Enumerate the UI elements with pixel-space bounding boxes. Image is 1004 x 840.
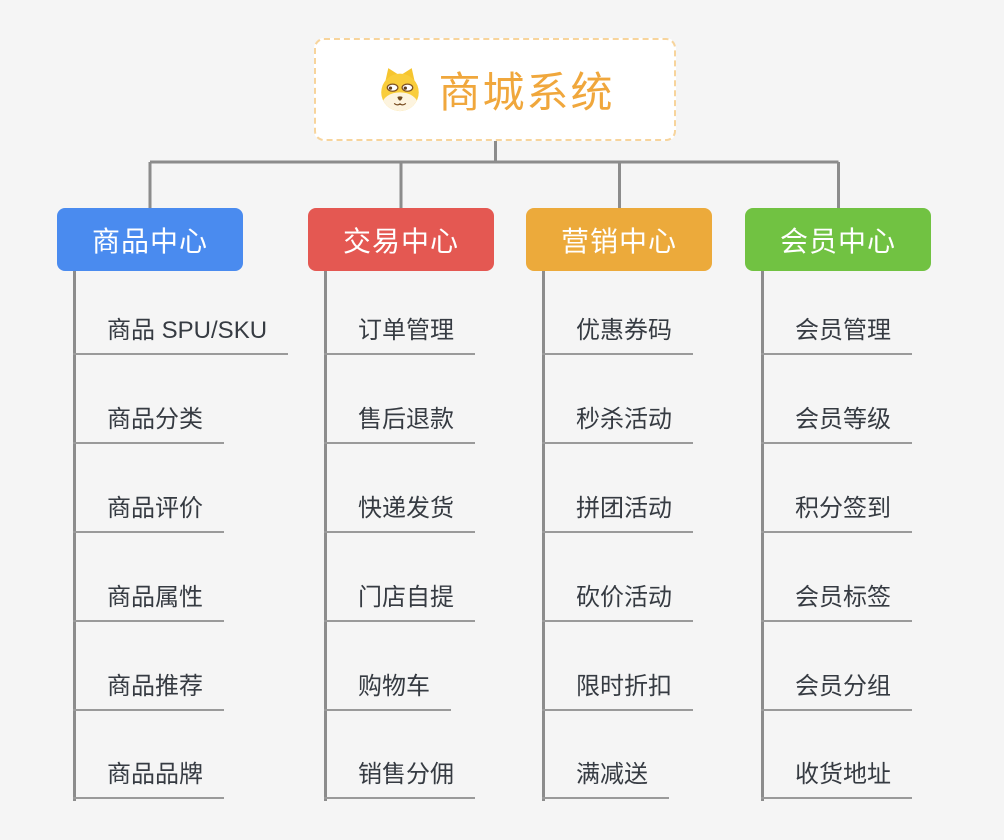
leaf-node[interactable]: 购物车 — [324, 669, 451, 711]
leaf-node[interactable]: 砍价活动 — [542, 580, 693, 622]
leaf-node[interactable]: 收货地址 — [761, 757, 912, 799]
leaf-node[interactable]: 限时折扣 — [542, 669, 693, 711]
leaf-node-label: 商品品牌 — [107, 761, 203, 788]
branch-group: 交易中心 订单管理 售后退款 快递发货 门店自提 购物车 销售分佣 — [308, 208, 588, 818]
branch-node-label: 会员中心 — [779, 225, 896, 257]
leaf-node[interactable]: 商品推荐 — [73, 669, 224, 711]
leaf-node-label: 限时折扣 — [576, 673, 672, 700]
leaf-node[interactable]: 门店自提 — [324, 580, 475, 622]
leaf-node[interactable]: 销售分佣 — [324, 757, 475, 799]
leaf-node[interactable]: 满减送 — [542, 757, 669, 799]
leaf-node[interactable]: 会员等级 — [761, 402, 912, 444]
leaf-node[interactable]: 优惠券码 — [542, 313, 693, 355]
leaf-node-label: 秒杀活动 — [576, 406, 672, 433]
leaf-node-label: 门店自提 — [358, 584, 454, 611]
leaf-node[interactable]: 商品分类 — [73, 402, 224, 444]
leaf-node-label: 会员管理 — [795, 317, 891, 344]
leaf-node[interactable]: 售后退款 — [324, 402, 475, 444]
leaf-node-label: 砍价活动 — [576, 584, 672, 611]
leaf-node-label: 快递发货 — [358, 495, 454, 522]
leaf-node[interactable]: 会员标签 — [761, 580, 912, 622]
branch-group: 营销中心 优惠券码 秒杀活动 拼团活动 砍价活动 限时折扣 满减送 — [526, 208, 806, 818]
branch-node-label: 营销中心 — [560, 225, 677, 257]
leaf-node[interactable]: 秒杀活动 — [542, 402, 693, 444]
leaf-node[interactable]: 订单管理 — [324, 313, 475, 355]
branch-trunk-line — [73, 271, 76, 801]
branch-node-label: 交易中心 — [342, 225, 459, 257]
leaf-node-label: 积分签到 — [795, 495, 891, 522]
leaf-node-label: 收货地址 — [795, 761, 891, 788]
leaf-node-label: 商品分类 — [107, 406, 203, 433]
leaf-node-label: 拼团活动 — [576, 495, 672, 522]
root-node[interactable]: 商城系统 — [314, 38, 676, 141]
leaf-node[interactable]: 商品属性 — [73, 580, 224, 622]
leaf-node-label: 售后退款 — [358, 406, 454, 433]
leaf-node[interactable]: 会员分组 — [761, 669, 912, 711]
leaf-node-label: 订单管理 — [358, 317, 454, 344]
leaf-node-label: 购物车 — [358, 673, 430, 700]
branch-trunk-line — [542, 271, 545, 801]
leaf-node[interactable]: 商品 SPU/SKU — [73, 313, 289, 355]
leaf-node-label: 满减送 — [576, 761, 648, 788]
leaf-node-label: 会员等级 — [795, 406, 891, 433]
root-node-label: 商城系统 — [438, 69, 615, 116]
branch-trunk-line — [761, 271, 764, 801]
branch-node[interactable]: 营销中心 — [526, 208, 712, 271]
leaf-node-label: 商品推荐 — [107, 673, 203, 700]
branch-node[interactable]: 会员中心 — [745, 208, 931, 271]
leaf-node-label: 商品评价 — [107, 495, 203, 522]
branch-node[interactable]: 交易中心 — [308, 208, 494, 271]
branch-trunk-line — [324, 271, 327, 801]
leaf-node[interactable]: 快递发货 — [324, 491, 475, 533]
leaf-node-label: 销售分佣 — [358, 761, 454, 788]
branch-node-label: 商品中心 — [91, 225, 208, 257]
leaf-node-label: 商品属性 — [107, 584, 203, 611]
branch-group: 商品中心 商品 SPU/SKU 商品分类 商品评价 商品属性 商品推荐 商品品牌 — [57, 208, 337, 818]
branch-group: 会员中心 会员管理 会员等级 积分签到 会员标签 会员分组 收货地址 — [745, 208, 1004, 818]
leaf-node[interactable]: 商品评价 — [73, 491, 224, 533]
leaf-node[interactable]: 积分签到 — [761, 491, 912, 533]
leaf-node-label: 会员分组 — [795, 673, 891, 700]
dog-face-icon — [381, 67, 420, 111]
leaf-node[interactable]: 拼团活动 — [542, 491, 693, 533]
branch-node[interactable]: 商品中心 — [57, 208, 243, 271]
leaf-node[interactable]: 会员管理 — [761, 313, 912, 355]
leaf-node[interactable]: 商品品牌 — [73, 757, 224, 799]
leaf-node-label: 优惠券码 — [576, 317, 672, 344]
leaf-node-label: 商品 SPU/SKU — [107, 317, 268, 344]
leaf-node-label: 会员标签 — [795, 584, 891, 611]
